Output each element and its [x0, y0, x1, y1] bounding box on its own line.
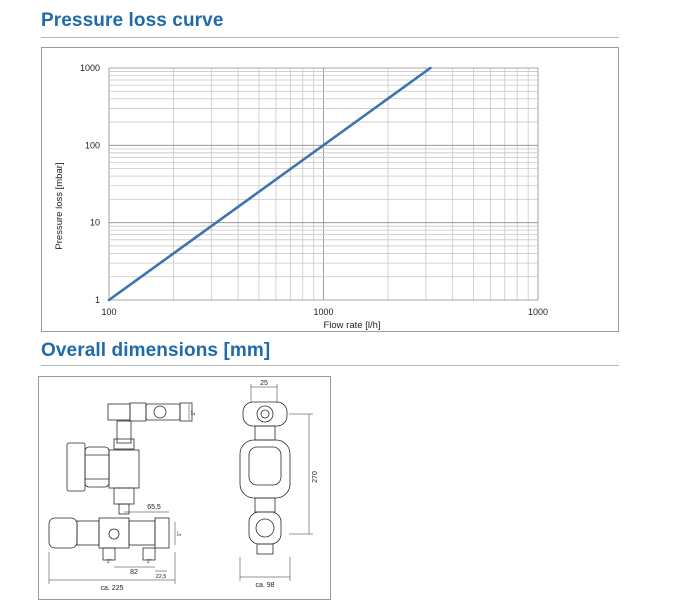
pressure-loss-series-line	[107, 66, 432, 302]
front-view	[239, 401, 291, 555]
mixing-valve	[98, 517, 130, 549]
front-valve-handle	[256, 405, 274, 423]
valve-outlet	[128, 520, 156, 546]
side-view	[48, 402, 193, 561]
y-tick-label: 100	[85, 140, 100, 150]
pressure-loss-title: Pressure loss curve	[41, 10, 224, 31]
dim-lower-height: 82	[130, 569, 138, 576]
front-bottom-port	[256, 543, 274, 555]
lower-port-left	[102, 547, 116, 561]
dimensions-title-divider	[41, 365, 619, 366]
pump-pipe	[118, 503, 130, 515]
pump-housing	[108, 449, 140, 489]
x-axis-label: Flow rate [l/h]	[323, 320, 380, 331]
x-tick-label: 1000	[528, 307, 548, 317]
chart-ticks: 100 1000 1000 1 10 100 1000	[80, 63, 548, 317]
x-tick-label: 100	[101, 307, 116, 317]
dim-total-width: ca. 98	[255, 582, 274, 589]
chart-series	[107, 66, 432, 302]
upper-union-nut	[113, 438, 135, 450]
valve-end-fitting	[154, 517, 170, 549]
dimensions-drawing: 25 270 ca. 98 ca. 225 65,5 82 22,5 1" 1"…	[38, 376, 331, 600]
upper-pipe	[116, 420, 132, 444]
chart-grid	[108, 67, 539, 301]
upper-valve-nut	[129, 402, 147, 422]
dim-thread-top: 1"	[191, 410, 197, 415]
technical-drawing: 25 270 ca. 98 ca. 225 65,5 82 22,5 1" 1"…	[48, 380, 319, 592]
front-pump-face	[248, 446, 282, 486]
pressure-title-divider	[41, 37, 619, 38]
pressure-loss-chart: 100 1000 1000 1 10 100 1000 Flow rate [l/h] Pr…	[41, 47, 619, 332]
upper-valve-end	[179, 402, 193, 422]
dim-fitting-right: 1"	[146, 559, 151, 565]
dim-offset: 65,5	[147, 504, 161, 511]
y-tick-label: 10	[90, 218, 100, 228]
dim-total-length: ca. 225	[101, 585, 124, 592]
pump-motor	[84, 446, 110, 488]
dim-gap: 22,5	[156, 574, 167, 580]
valve-handle-circle	[153, 405, 167, 419]
dim-height: 270	[312, 471, 319, 483]
x-tick-label: 1000	[313, 307, 333, 317]
front-valve-center	[260, 409, 270, 419]
front-mixing-valve	[248, 511, 282, 545]
dim-thread-right: 1"	[177, 531, 183, 536]
upper-valve-body	[107, 403, 131, 421]
chart-canvas: 100 1000 1000 1 10 100 1000 Flow rate [l/h] Pr…	[54, 63, 548, 331]
valve-spindle	[108, 528, 120, 540]
valve-body	[76, 520, 100, 546]
y-axis-label: Pressure loss [mbar]	[54, 162, 65, 249]
dim-fitting-left: 1"	[106, 559, 111, 565]
y-tick-label: 1	[95, 295, 100, 305]
pump-cap	[66, 442, 86, 492]
overall-dimensions-title: Overall dimensions [mm]	[41, 340, 271, 361]
dimension-lines	[48, 384, 313, 584]
actuator-knob	[48, 517, 78, 549]
lower-port-right	[142, 547, 156, 561]
front-upper-pipe	[254, 425, 276, 441]
front-lower-pipe	[254, 497, 276, 513]
y-tick-label: 1000	[80, 63, 100, 73]
dim-top-width: 25	[260, 380, 268, 387]
pump-lower-union	[113, 487, 135, 505]
front-valve-knob	[255, 518, 275, 538]
front-pump-housing	[239, 439, 291, 499]
